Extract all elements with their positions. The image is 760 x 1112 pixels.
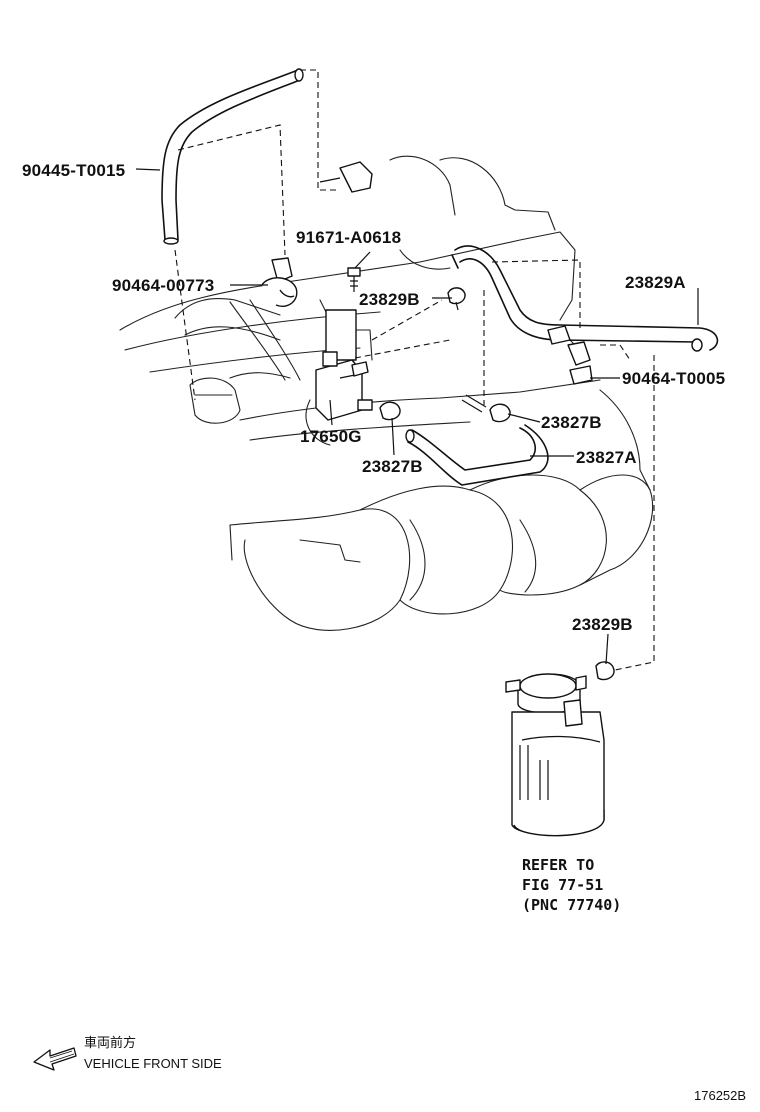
label-23829b-upper: 23829B: [359, 290, 420, 309]
reference-line-2: FIG 77-51: [522, 876, 603, 894]
label-17650g: 17650G: [300, 427, 362, 446]
clip-23829b-upper: [447, 287, 466, 311]
hose-23829a: [451, 245, 719, 352]
label-23827a: 23827A: [576, 448, 637, 467]
clamp-90464-00773: [261, 257, 298, 307]
front-label-japanese: 車両前方: [84, 1035, 136, 1050]
clip-23827b-left: [379, 401, 401, 421]
clip-23827b-right: [461, 394, 511, 423]
reference-line-1: REFER TO: [522, 856, 594, 874]
connection-lines: [174, 69, 655, 671]
label-23827b-right: 23827B: [541, 413, 602, 432]
vehicle-front-indicator: 車両前方 VEHICLE FRONT SIDE: [33, 1035, 222, 1071]
clamp-90464-t0005: [547, 325, 593, 385]
reference-note: REFER TO FIG 77-51 (PNC 77740): [522, 856, 621, 914]
label-90445-t0015: 90445-T0015: [22, 161, 125, 180]
front-direction-arrow-icon: [33, 1047, 77, 1071]
label-23827b-left: 23827B: [362, 457, 423, 476]
engine-fitting: [319, 161, 373, 193]
label-90464-00773: 90464-00773: [112, 276, 214, 295]
label-23829b-lower: 23829B: [572, 615, 633, 634]
label-91671-a0618: 91671-A0618: [296, 228, 401, 247]
label-23829a: 23829A: [625, 273, 686, 292]
vsv-valve: [315, 309, 373, 421]
charcoal-canister: [505, 673, 605, 837]
label-90464-t0005: 90464-T0005: [622, 369, 725, 388]
clip-23829b-lower: [595, 661, 615, 681]
front-label-english: VEHICLE FRONT SIDE: [84, 1056, 222, 1071]
hose-90445: [161, 68, 304, 245]
bolt: [347, 267, 361, 292]
leader-lines: [135, 168, 699, 665]
hose-23827a: [405, 424, 549, 486]
part-labels: 90445-T0015 91671-A0618 90464-00773 2382…: [22, 161, 725, 634]
figure-id: 176252B: [694, 1088, 746, 1103]
reference-line-3: (PNC 77740): [522, 896, 621, 914]
